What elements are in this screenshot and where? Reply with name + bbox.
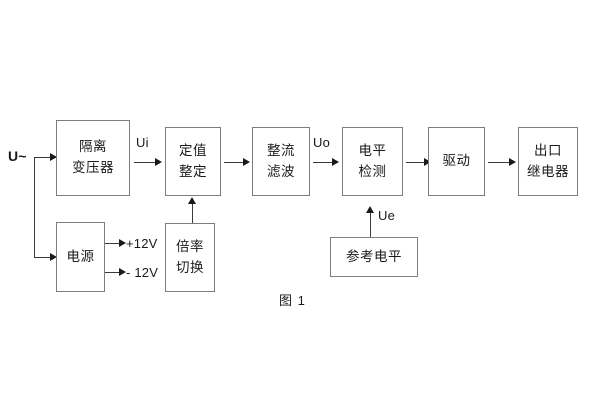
connector-setting-to-rectifier: [224, 162, 246, 163]
block-setting-value[interactable]: 定值 整定: [165, 127, 221, 196]
arrowhead-transformer-to-setting-icon: [155, 158, 162, 166]
block-rectifier-filter[interactable]: 整流 滤波: [252, 127, 310, 196]
block-reference-level-line1: 参考电平: [346, 248, 402, 264]
connector-source-to-transformer: [34, 157, 54, 158]
connector-power-positive: [105, 243, 122, 244]
block-output-relay-line1: 出口: [534, 142, 562, 158]
block-level-detection-line2: 检测: [358, 163, 387, 179]
block-multiplier-switch[interactable]: 倍率 切换: [165, 223, 215, 292]
block-drive-line1: 驱动: [442, 153, 471, 169]
block-drive[interactable]: 驱动: [428, 127, 485, 196]
connector-drive-to-relay: [488, 162, 512, 163]
arrowhead-source-to-transformer-icon: [50, 153, 57, 161]
block-output-relay[interactable]: 出口 继电器: [518, 127, 578, 196]
connector-rectifier-to-level: [313, 162, 335, 163]
connector-level-to-drive: [406, 162, 427, 163]
arrowhead-power-positive-icon: [119, 239, 126, 247]
input-source-label: U~: [8, 148, 27, 164]
block-reference-level[interactable]: 参考电平: [330, 237, 418, 277]
signal-label-ue: Ue: [378, 208, 396, 223]
arrowhead-rectifier-to-level-icon: [332, 158, 339, 166]
block-isolation-transformer[interactable]: 隔离 变压器: [56, 120, 130, 196]
figure-caption: 图 1: [279, 293, 306, 308]
block-isolation-transformer-line2: 变压器: [72, 160, 114, 175]
arrowhead-source-to-power-supply-icon: [50, 253, 57, 261]
signal-label-ui: Ui: [136, 135, 149, 150]
block-level-detection[interactable]: 电平 检测: [342, 127, 403, 196]
arrowhead-drive-to-relay-icon: [509, 158, 516, 166]
connector-reference-to-level: [370, 212, 371, 237]
block-rectifier-filter-line1: 整流: [267, 142, 295, 158]
block-power-supply-line1: 电源: [66, 248, 95, 264]
signal-label-uo: Uo: [313, 135, 331, 150]
connector-transformer-to-setting: [134, 162, 157, 163]
block-multiplier-switch-line1: 倍率: [176, 238, 204, 254]
block-multiplier-switch-line2: 切换: [176, 259, 204, 275]
arrowhead-setting-to-rectifier-icon: [243, 158, 250, 166]
arrowhead-reference-to-level-icon: [366, 206, 374, 213]
arrowhead-power-negative-icon: [119, 268, 126, 276]
block-rectifier-filter-line2: 滤波: [267, 163, 295, 179]
block-power-supply[interactable]: 电源: [56, 222, 105, 292]
supply-negative-label: - 12V: [126, 265, 159, 280]
connector-source-to-power-supply: [34, 257, 54, 258]
block-output-relay-line2: 继电器: [527, 163, 569, 179]
supply-positive-label: +12V: [126, 236, 158, 251]
connector-multiplier-to-setting: [192, 203, 193, 223]
block-isolation-transformer-line1: 隔离: [79, 139, 107, 155]
block-setting-value-line1: 定值: [179, 142, 207, 158]
block-level-detection-line1: 电平: [358, 142, 387, 158]
arrowhead-multiplier-to-setting-icon: [188, 197, 196, 204]
arrowhead-level-to-drive-icon: [424, 158, 431, 166]
connector-source-vertical-branch: [34, 157, 35, 257]
connector-power-negative: [105, 272, 122, 273]
block-setting-value-line2: 整定: [179, 163, 207, 179]
